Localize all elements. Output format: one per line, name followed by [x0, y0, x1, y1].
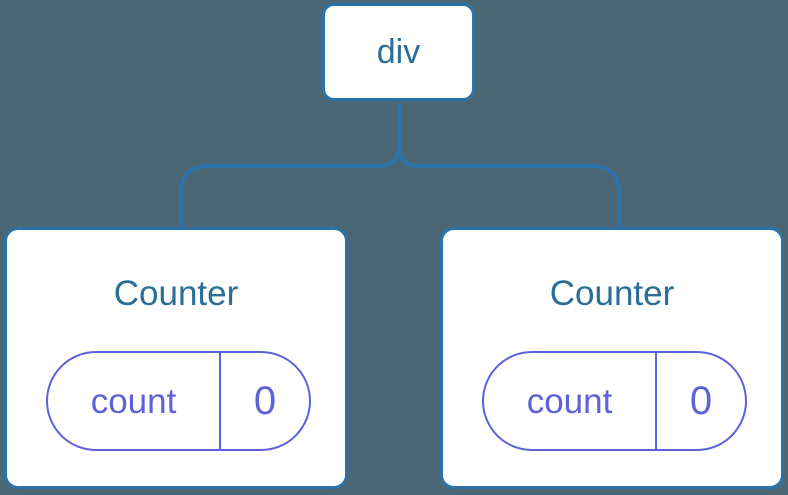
state-pill: count 0 [46, 351, 311, 451]
state-key-section: count [48, 353, 219, 449]
root-node-div: div [322, 3, 475, 101]
root-node-label: div [376, 33, 421, 71]
state-key-label: count [526, 381, 613, 421]
counter-card-title: Counter [113, 274, 239, 313]
connector-root-to-right-counter [397, 103, 621, 229]
state-value-section: 0 [655, 353, 745, 449]
connector-root-to-left-counter [179, 103, 401, 229]
state-pill: count 0 [482, 351, 747, 451]
state-key-label: count [90, 381, 177, 421]
counter-card-title: Counter [549, 274, 675, 313]
state-value-section: 0 [219, 353, 309, 449]
state-value-label: 0 [689, 379, 713, 423]
counter-card-left: Counter count 0 [4, 227, 348, 489]
state-value-label: 0 [253, 379, 277, 423]
state-key-section: count [484, 353, 655, 449]
counter-card-right: Counter count 0 [440, 227, 784, 489]
